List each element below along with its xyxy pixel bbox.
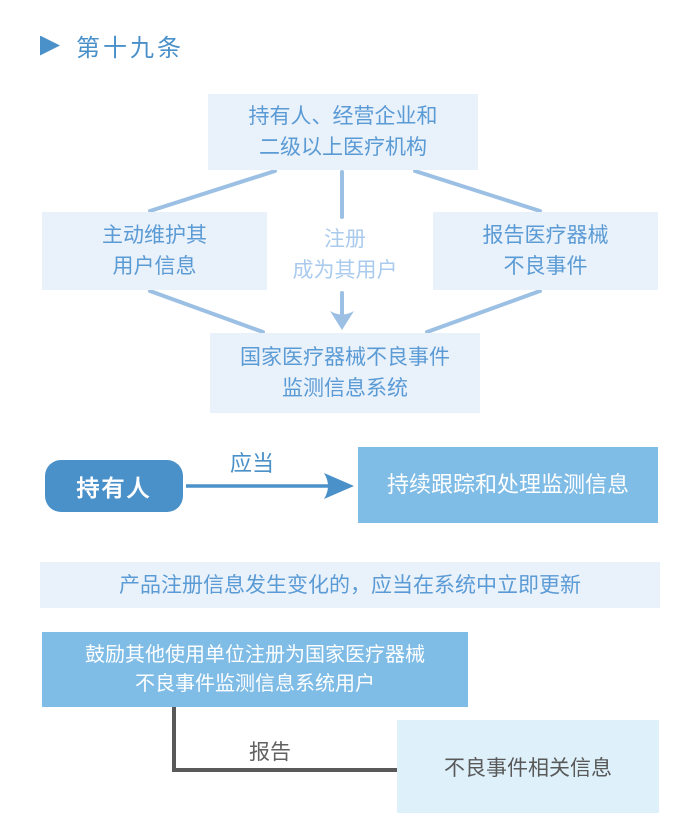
diagram-top-box: 持有人、经营企业和 二级以上医疗机构 [208,94,478,170]
diagram-bottom-box: 国家医疗器械不良事件 监测信息系统 [210,333,480,413]
connector-left-to-bottom [148,289,265,334]
right-arrowhead-icon [324,473,354,499]
connector-top-to-right [413,169,542,213]
report-connector-line [172,707,397,772]
section-title-row: 第十九条 [40,28,184,63]
down-arrowhead-icon [330,311,354,330]
diagram-right-box: 报告医疗器械 不良事件 [433,212,658,290]
triangle-right-icon [40,35,60,56]
adverse-event-info-box: 不良事件相关信息 [397,720,659,813]
report-connector-label: 报告 [249,741,291,764]
encourage-box: 鼓励其他使用单位注册为国家医疗器械 不良事件监测信息系统用户 [42,632,468,707]
holder-result-box: 持续跟踪和处理监测信息 [358,447,658,523]
connector-top-to-left [148,169,277,213]
holder-pill: 持有人 [45,460,183,512]
section-title: 第十九条 [76,35,184,62]
holder-arrow-label: 应当 [229,451,274,476]
update-note-box: 产品注册信息发生变化的，应当在系统中立即更新 [40,562,660,608]
diagram-left-box: 主动维护其 用户信息 [42,212,267,290]
diagram-center-label: 注册 成为其用户 [292,228,398,282]
connector-right-to-bottom [425,289,542,334]
